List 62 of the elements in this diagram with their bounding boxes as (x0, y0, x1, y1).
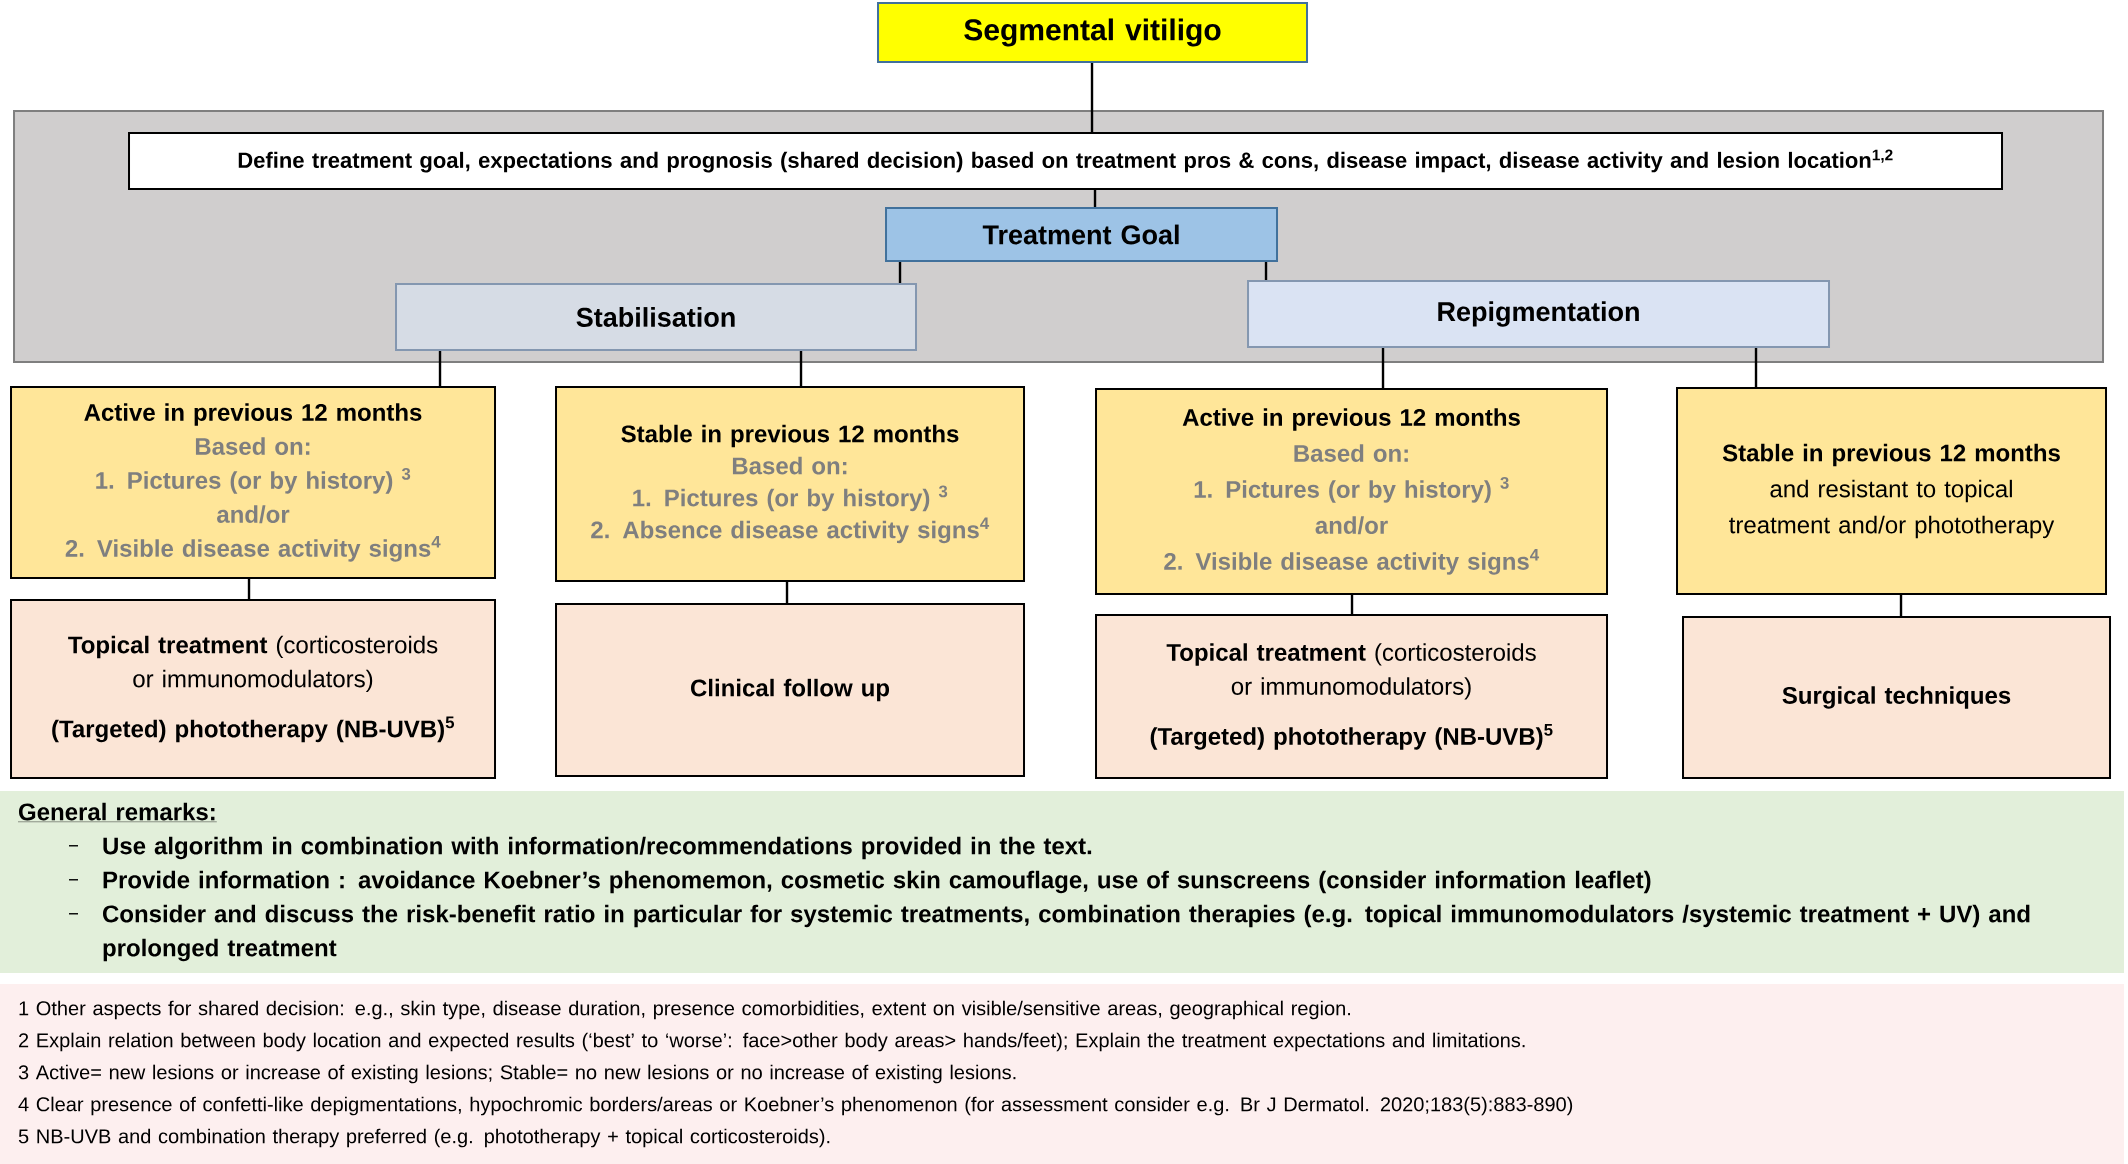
criteria-text: Based on: (195, 437, 310, 455)
treatment-box (1095, 614, 1608, 779)
title-text: Segmental vitiligo (964, 18, 1221, 47)
criteria-text: 1. Pictures (or by history) $^{3}$ (633, 485, 948, 512)
condition-box (10, 386, 496, 579)
process-box (128, 132, 2003, 190)
treatment-text: (Targeted) phototherapy (NB-UVB)$^{5}$ (52, 716, 455, 743)
criteria-text: 2. Visible disease activity signs$^{4}$ (1164, 549, 1540, 575)
remark-text: Provide information : avoidance Koebner’s phenomemon, cosmetic skin camouflage, use of sunscreens (consider information leaflet) (103, 870, 1651, 894)
remark-text: Consider and discuss the risk-benefit ratio in particular for systemic treatments, combination therapies (e.g. topical immunomodulators /systemic treatment + UV) and prolonged treatment (103, 904, 2030, 962)
connector-line (1090, 63, 1094, 132)
connector-line (1899, 595, 1903, 616)
criteria-text: and resistant to topical treatment and/or phototherapy (1729, 479, 2055, 539)
footnote-text: 5 NB-UVB and combination therapy preferred (e.g. phototherapy + topical corticosteroids). (18, 1128, 830, 1148)
process-box (395, 283, 917, 351)
criteria-text: 1. Pictures (or by history) $^{3}$ (96, 467, 411, 494)
footnote-text: 4 Clear presence of confetti-like depigmentations, hypochromic borders/areas or Koebner’s phenomenon (for assessment consider e.g. Br J Dermatol. 2020;183(5):883-890) (18, 1096, 1573, 1116)
box-text: Repigmentation (1438, 301, 1639, 327)
box-heading: Active in previous 12 months (84, 403, 422, 426)
connector-line (785, 582, 789, 603)
box-heading: Stable in previous 12 months (1722, 443, 2060, 467)
connector-line (247, 579, 251, 599)
criteria-text: Based on: (1294, 444, 1408, 462)
connector-line (1264, 262, 1268, 280)
treatment-box (555, 603, 1025, 777)
criteria-text: 2. Absence disease activity signs$^{4}$ (591, 517, 990, 544)
title-box (877, 2, 1308, 63)
criteria-text: Based on: (732, 456, 847, 475)
treatment-box (1682, 616, 2111, 779)
connector-line (1754, 348, 1758, 387)
connector-line (799, 351, 803, 386)
remarks-heading: General remarks: (17, 802, 217, 822)
connector-line (1381, 348, 1385, 388)
treatment-box (10, 599, 496, 779)
criteria-text: and/or (1315, 516, 1388, 535)
box-text: Treatment Goal (982, 224, 1179, 245)
treatment-text: Topical treatment (corticosteroids or immunomodulators) (68, 635, 438, 693)
connector-line (438, 351, 442, 386)
criteria-text: 2. Visible disease activity signs$^{4}$ (65, 536, 441, 562)
process-box (1247, 280, 1830, 348)
box-heading: Stable in previous 12 months (621, 424, 959, 448)
remark-text: Use algorithm in combination with information/recommendations provided in the text. (103, 836, 1092, 860)
connector-line (1093, 190, 1097, 207)
treatment-text: (Targeted) phototherapy (NB-UVB)$^{5}$ (1150, 724, 1553, 750)
box-heading: Active in previous 12 months (1182, 408, 1520, 431)
condition-box (1676, 387, 2107, 595)
process-box (885, 207, 1278, 262)
box-text: Define treatment goal, expectations and prognosis (shared decision) based on treatment pros & cons, disease impact, disease activity and lesion location$^{1,2}$ (238, 149, 1893, 173)
treatment-text: Topical treatment (corticosteroids or immunomodulators) (1166, 643, 1536, 700)
connector-line (898, 262, 902, 283)
criteria-text: 1. Pictures (or by history) $^{3}$ (1194, 476, 1509, 503)
criteria-text: and/or (217, 505, 290, 524)
condition-box (555, 386, 1025, 582)
box-text: Stabilisation (576, 307, 735, 327)
remarks-panel (0, 791, 2124, 973)
footnote-text: 1 Other aspects for shared decision: e.g., skin type, disease duration, presence comorbidities, extent on visible/sensitive areas, geographical region. (19, 1000, 1350, 1020)
treatment-text: Clinical follow up (691, 678, 890, 702)
treatment-text: Surgical techniques (1782, 686, 2011, 709)
footnote-text: 3 Active= new lesions or increase of existing lesions; Stable= no new lesions or no increase of existing lesions. (18, 1064, 1016, 1084)
footnote-text: 2 Explain relation between body location and expected results (‘best’ to ‘worse’: face>other body areas> hands/feet); Explain the treatment expectations and limitations. (19, 1032, 1525, 1052)
connector-line (1350, 595, 1354, 614)
condition-box (1095, 388, 1608, 595)
